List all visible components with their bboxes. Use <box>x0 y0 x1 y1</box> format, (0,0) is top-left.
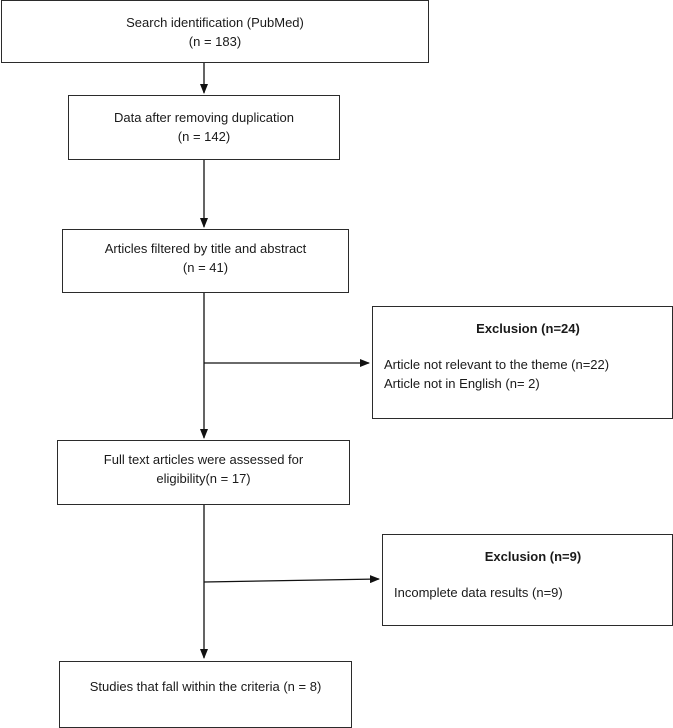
deduplicated-box: Data after removing duplication (n = 142… <box>68 95 340 160</box>
exclusion2-title: Exclusion (n=9) <box>484 549 582 564</box>
exclusion2-box: Exclusion (n=9) Incomplete data results … <box>382 534 673 626</box>
identification-label: Search identification (PubMed) <box>126 15 304 30</box>
screened-count: (n = 41) <box>182 260 229 275</box>
exclusion1-reason: Article not relevant to the theme (n=22) <box>384 357 610 372</box>
eligibility-box: Full text articles were assessed for eli… <box>57 440 350 505</box>
deduplicated-label: Data after removing duplication <box>114 110 294 125</box>
screened-label: Articles filtered by title and abstract <box>104 241 307 256</box>
deduplicated-count: (n = 142) <box>177 129 231 144</box>
identification-box: Search identification (PubMed) (n = 183) <box>1 0 429 63</box>
included-label: Studies that fall within the criteria (n… <box>89 679 322 694</box>
exclusion1-box: Exclusion (n=24) Article not relevant to… <box>372 306 673 419</box>
exclusion1-title: Exclusion (n=24) <box>476 321 580 336</box>
eligibility-label: Full text articles were assessed for <box>103 452 304 467</box>
eligibility-count: eligibility(n = 17) <box>156 471 251 486</box>
identification-count: (n = 183) <box>188 34 242 49</box>
exclusion1-reason: Article not in English (n= 2) <box>384 376 540 391</box>
screened-box: Articles filtered by title and abstract … <box>62 229 349 293</box>
exclusion2-reason: Incomplete data results (n=9) <box>394 585 563 600</box>
arrow-to-exclusion2 <box>203 575 380 584</box>
included-box: Studies that fall within the criteria (n… <box>59 661 352 728</box>
